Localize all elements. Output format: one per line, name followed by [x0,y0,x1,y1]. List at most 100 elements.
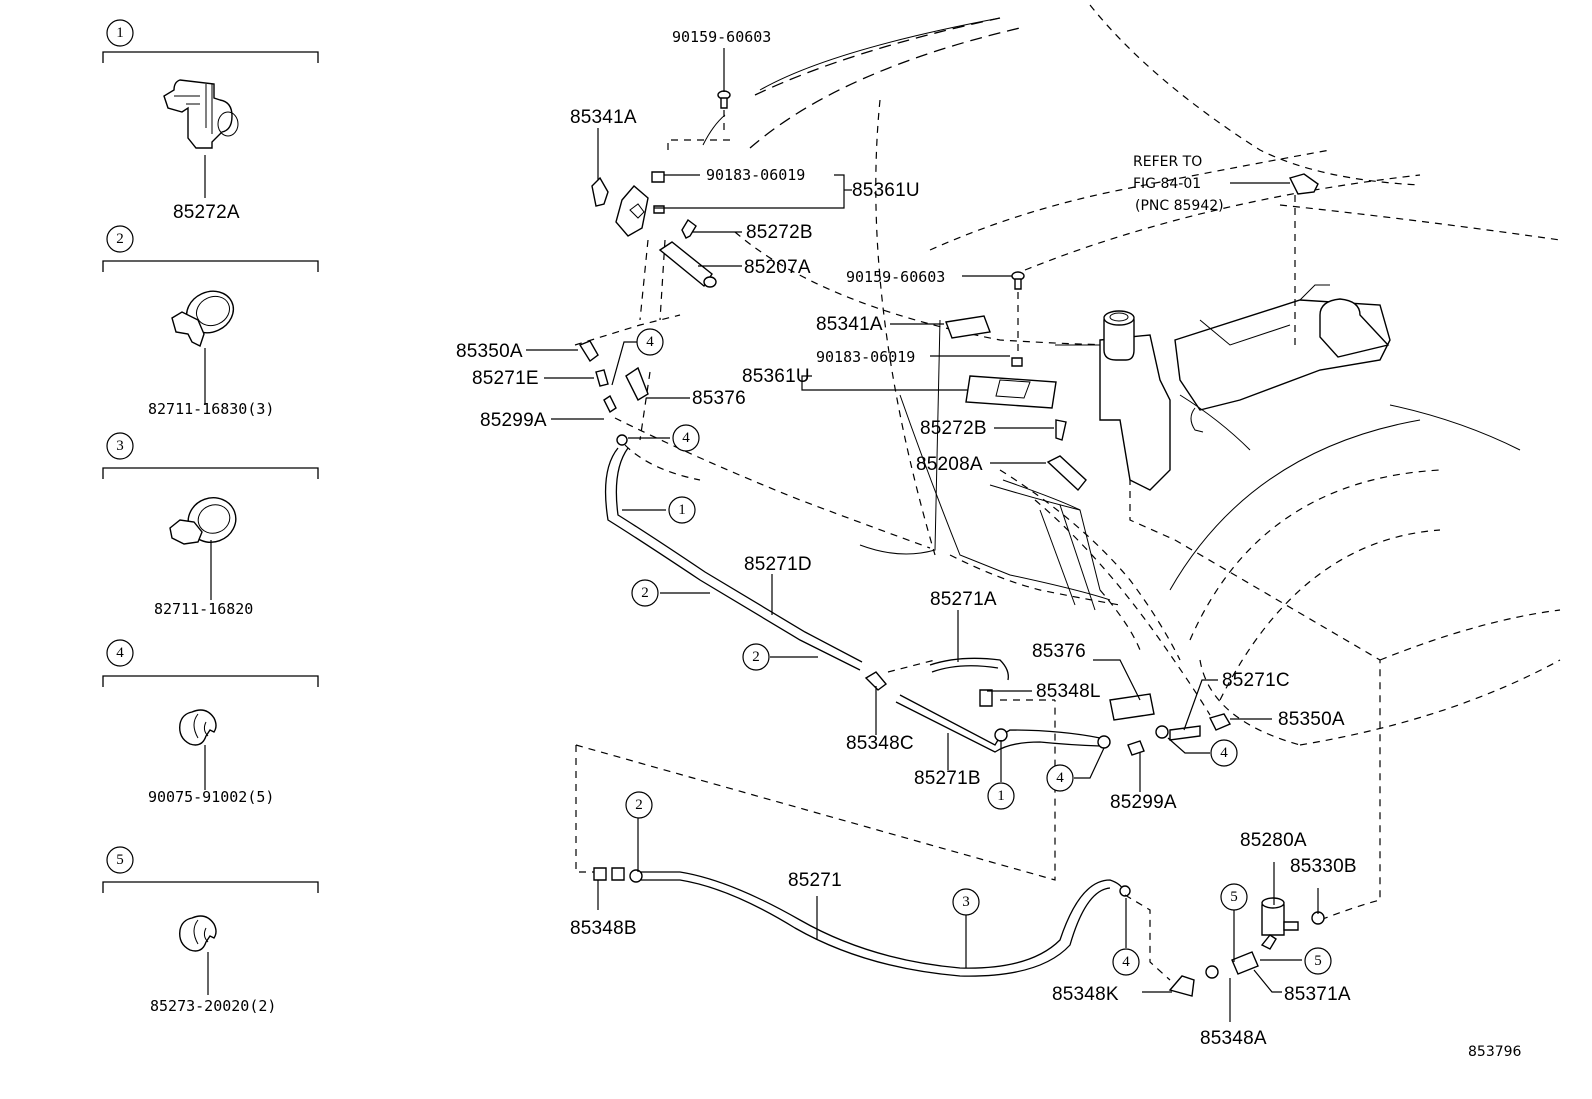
label-85271A[interactable]: 85271A [930,589,997,610]
washer-nozzle-icon [1288,173,1319,195]
reference-note[interactable]: REFER TO FIG 84-01 (PNC 85942) [1133,154,1224,214]
clip-icon [1055,419,1067,441]
hose-routing [575,447,1325,997]
label-85330B[interactable]: 85330B [1290,856,1357,877]
vehicle-body-outline [614,4,1561,921]
callout-4[interactable]: 4 [636,328,664,356]
callout-4[interactable]: 4 [1210,739,1238,767]
svg-text:3: 3 [962,894,970,910]
label-85271[interactable]: 85271 [788,870,842,891]
legend-item-1[interactable]: 1 85272A [102,19,319,223]
label-85299A[interactable]: 85299A [480,410,547,431]
label-85348A[interactable]: 85348A [1200,1028,1267,1049]
svg-text:4: 4 [646,334,654,350]
callout-5[interactable]: 5 [1220,883,1248,911]
part-number-label[interactable]: 82711-16830(3) [148,400,274,418]
label-85361U[interactable]: 85361U [852,180,920,201]
label-85272B[interactable]: 85272B [920,418,987,439]
callout-2[interactable]: 2 [742,643,770,671]
joint-icon [1109,693,1155,721]
label-85280A[interactable]: 85280A [1240,830,1307,851]
label-85350A[interactable]: 85350A [456,341,523,362]
hose-clamp-icon [169,497,237,545]
label-85341A[interactable]: 85341A [570,107,637,128]
nozzle-icon [1046,455,1087,492]
svg-text:5: 5 [1230,889,1238,905]
joint-icon [625,366,649,401]
label-85272B[interactable]: 85272B [746,222,813,243]
callout-5[interactable]: 5 [1304,947,1332,975]
svg-text:5: 5 [1314,953,1322,969]
legend-item-2[interactable]: 2 82711-16830(3) [102,225,319,418]
check-valve-icon [1208,713,1232,731]
callout-1[interactable]: 1 [668,496,696,524]
label-85361U[interactable]: 85361U [742,366,810,387]
joint-icon [593,867,625,881]
svg-text:2: 2 [116,231,124,247]
part-number-label[interactable]: 82711-16820 [154,600,253,618]
screw-icon [1011,271,1025,290]
svg-text:1: 1 [678,502,686,518]
right-cleaner-assembly [945,173,1319,492]
svg-text:2: 2 [641,585,649,601]
check-valve-icon [578,340,599,363]
part-number-label[interactable]: 90075-91002(5) [148,788,274,806]
callout-3[interactable]: 3 [952,888,980,916]
label-85271E[interactable]: 85271E [472,368,539,389]
label-85341A[interactable]: 85341A [816,314,883,335]
legend-item-5[interactable]: 5 85273-20020(2) [102,846,319,1015]
label-85376[interactable]: 85376 [1032,641,1086,662]
label-85371A[interactable]: 85371A [1284,984,1351,1005]
label-85350A[interactable]: 85350A [1278,709,1345,730]
label-85376[interactable]: 85376 [692,388,746,409]
label-85271B[interactable]: 85271B [914,768,981,789]
callout-1[interactable]: 1 [987,782,1015,810]
hose-end-icon [1205,965,1219,979]
legend-item-3[interactable]: 3 82711-16820 [102,432,319,618]
legend-bracket [102,467,319,479]
part-number-label[interactable]: 85272A [173,202,240,223]
callout-1: 1 [106,19,134,47]
svg-text:3: 3 [116,438,124,454]
hose-clamp-icon [171,290,235,347]
label-85348L[interactable]: 85348L [1036,681,1101,702]
svg-text:5: 5 [116,852,124,868]
label-85207A[interactable]: 85207A [744,257,811,278]
callout-4[interactable]: 4 [1112,948,1140,976]
cover-icon [945,315,991,339]
label-85271D[interactable]: 85271D [744,554,812,575]
legend-item-4[interactable]: 4 90075-91002(5) [102,639,319,806]
joint-icon [603,394,617,414]
legend-bracket [102,675,319,687]
reference-line-2: FIG 84-01 [1133,176,1201,192]
label-85299A[interactable]: 85299A [1110,792,1177,813]
label-85271C[interactable]: 85271C [1222,670,1290,691]
figure-id: 853796 [1468,1044,1522,1060]
legend-bracket [102,260,319,272]
callouts: 4 4 1 2 2 1 4 4 2 3 4 5 5 [625,328,1332,976]
label-85348K[interactable]: 85348K [1052,984,1119,1005]
hose-stub-icon [1169,725,1201,741]
part-number-label[interactable]: 85273-20020(2) [150,997,276,1015]
bracket-icon [965,375,1057,409]
label-90159-60603[interactable]: 90159-60603 [846,268,945,286]
cover-icon [591,176,609,207]
washer-pump-icon [1260,897,1299,950]
tee-joint-icon [864,671,888,691]
label-90183-06019[interactable]: 90183-06019 [816,348,915,366]
callout-2[interactable]: 2 [631,579,659,607]
label-85348B[interactable]: 85348B [570,918,637,939]
callout-4[interactable]: 4 [672,424,700,452]
hose-stub-icon [1231,951,1259,975]
svg-text:4: 4 [116,645,124,661]
label-85348C[interactable]: 85348C [846,733,914,754]
callout-2[interactable]: 2 [625,791,653,819]
callout-2: 2 [106,225,134,253]
label-90183-06019[interactable]: 90183-06019 [706,166,805,184]
hose-end-icon [616,434,628,446]
part-labels: 90159-60603 85341A 90183-06019 85361U 85… [456,28,1357,1049]
label-90159-60603[interactable]: 90159-60603 [672,28,771,46]
label-85208A[interactable]: 85208A [916,454,983,475]
callout-4[interactable]: 4 [1046,764,1074,792]
